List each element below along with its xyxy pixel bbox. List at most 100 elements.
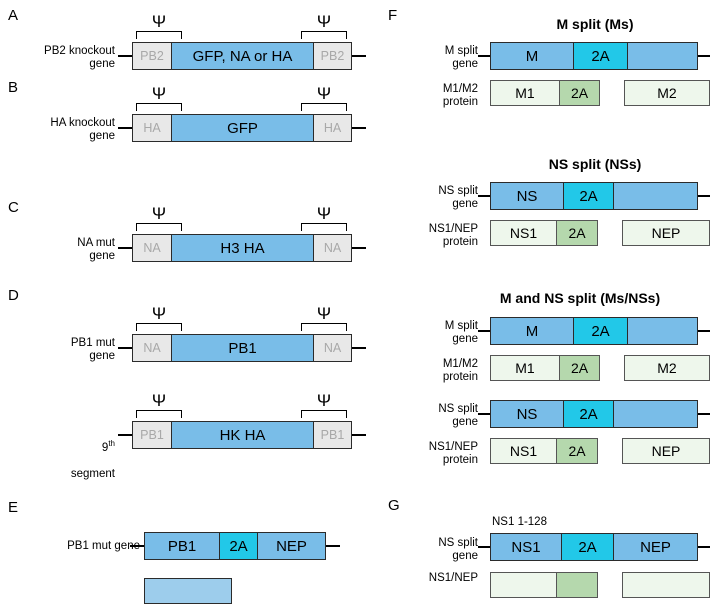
- segment-2a: 2A: [561, 534, 613, 560]
- protein-segment-m2: M2: [625, 356, 709, 380]
- psi-symbol: Ψ: [316, 12, 332, 31]
- protein-segment-ns1: [491, 573, 556, 597]
- segment-utr-left: NA: [133, 335, 171, 361]
- gene-bar: NS 2A: [490, 182, 698, 210]
- tail-line: [696, 545, 710, 549]
- lead-line: [118, 246, 134, 250]
- lead-line: [118, 54, 134, 58]
- row-label-ha-knockout: HA knockout gene: [50, 117, 115, 142]
- psi-bracket: [136, 31, 182, 39]
- psi-marker-right-a: Ψ: [295, 13, 353, 39]
- psi-symbol: Ψ: [151, 391, 167, 410]
- psi-marker-right-d1: Ψ: [295, 305, 353, 331]
- tail-line: [350, 126, 366, 130]
- gene-bar: PB1 2A NEP: [144, 532, 326, 560]
- lead-line: [478, 329, 492, 333]
- panel-letter-g: G: [388, 497, 400, 514]
- protein-box-m2: M2: [624, 80, 710, 106]
- psi-symbol: Ψ: [151, 84, 167, 103]
- protein-segment-m2: M2: [625, 81, 709, 105]
- protein-segment-nep: [623, 573, 709, 597]
- segment-body: H3 HA: [171, 235, 313, 261]
- protein-box-m1-2a-2: M1 2A: [490, 355, 600, 381]
- psi-bracket: [136, 223, 182, 231]
- segment-body: GFP: [171, 115, 313, 141]
- gene-bar: NA H3 HA NA: [132, 234, 352, 262]
- psi-marker-left-c: Ψ: [130, 205, 188, 231]
- construct-pb1-mut-2a-nep: PB1 2A NEP: [130, 532, 340, 560]
- construct-pb2-knockout: PB2 GFP, NA or HA PB2: [118, 42, 366, 70]
- segment-utr-left: HA: [133, 115, 171, 141]
- row-label-ns1-nep-protein-g: NS1/NEP: [428, 572, 478, 584]
- protein-segment-ns1: NS1: [491, 439, 556, 463]
- panel-letter-f: F: [388, 7, 398, 24]
- construct-ninth-segment: PB1 HK HA PB1: [118, 421, 366, 449]
- gene-bar: HA GFP HA: [132, 114, 352, 142]
- ninth-segment-number: 9: [101, 441, 109, 454]
- protein-box-ns1-2a-g-clipped: [490, 572, 598, 598]
- protein-box-nep-g-clipped: [622, 572, 710, 598]
- panel-letter-d: D: [8, 287, 19, 304]
- section-title-ns-split: NS split (NSs): [548, 156, 642, 172]
- section-title-m-split: M split (Ms): [556, 16, 634, 32]
- gene-bar: PB2 GFP, NA or HA PB2: [132, 42, 352, 70]
- protein-box-ns1-2a: NS1 2A: [490, 220, 598, 246]
- ninth-segment-suffix: th: [108, 439, 115, 448]
- tail-line: [350, 346, 366, 350]
- psi-marker-right-c: Ψ: [295, 205, 353, 231]
- protein-segment-nep: NEP: [623, 221, 709, 245]
- psi-bracket: [136, 323, 182, 331]
- segment-m-remainder: [627, 318, 697, 344]
- row-label-pb2-knockout: PB2 knockout gene: [44, 45, 115, 70]
- segment-utr-left: NA: [133, 235, 171, 261]
- psi-bracket: [301, 103, 347, 111]
- segment-2a: 2A: [563, 401, 613, 427]
- protein-segment-2a: 2A: [556, 439, 597, 463]
- segment-ns-remainder: [613, 401, 697, 427]
- lead-line: [118, 346, 134, 350]
- segment-ns: NS: [491, 183, 563, 209]
- construct-ha-knockout: HA GFP HA: [118, 114, 366, 142]
- protein-segment-nep: NEP: [623, 439, 709, 463]
- lead-line: [118, 433, 134, 437]
- segment-utr-right: NA: [313, 335, 351, 361]
- psi-marker-left-a: Ψ: [130, 13, 188, 39]
- gene-bar: NA PB1 NA: [132, 334, 352, 362]
- psi-symbol: Ψ: [151, 304, 167, 323]
- row-label-ns1-nep-protein-2: NS1/NEP protein: [428, 441, 478, 466]
- psi-symbol: Ψ: [151, 12, 167, 31]
- psi-symbol: Ψ: [316, 304, 332, 323]
- construct-ns-split-gene-g: NS1 2A NEP: [478, 533, 710, 561]
- row-label-m-split-gene: M split gene: [444, 45, 478, 70]
- segment-body: HK HA: [171, 422, 313, 448]
- protein-box-m2-2: M2: [624, 355, 710, 381]
- protein-box-e-clipped: [144, 578, 232, 604]
- row-label-ns-split-gene: NS split gene: [438, 185, 478, 210]
- gene-bar: NS1 2A NEP: [490, 533, 698, 561]
- segment-utr-left: PB1: [133, 422, 171, 448]
- construct-ns-split-gene-2: NS 2A: [478, 400, 710, 428]
- segment-ns: NS: [491, 401, 563, 427]
- segment-pb1: PB1: [145, 533, 219, 559]
- protein-box-ns1-2a-2: NS1 2A: [490, 438, 598, 464]
- lead-line: [130, 544, 146, 548]
- protein-box-nep-2: NEP: [622, 438, 710, 464]
- ninth-segment-word: segment: [70, 467, 115, 480]
- psi-bracket: [301, 410, 347, 418]
- segment-nep: NEP: [613, 534, 697, 560]
- row-label-na-mut: NA mut gene: [77, 237, 115, 262]
- tail-line: [350, 433, 366, 437]
- gene-bar: PB1 HK HA PB1: [132, 421, 352, 449]
- psi-bracket: [301, 31, 347, 39]
- protein-box-m1-2a: M1 2A: [490, 80, 600, 106]
- segment-body: GFP, NA or HA: [171, 43, 313, 69]
- gene-bar: M 2A: [490, 317, 698, 345]
- tail-line: [696, 54, 710, 58]
- psi-symbol: Ψ: [151, 204, 167, 223]
- psi-marker-right-d2: Ψ: [295, 392, 353, 418]
- psi-bracket: [136, 103, 182, 111]
- row-label-m1-m2-protein: M1/M2 protein: [442, 83, 478, 108]
- panel-letter-e: E: [8, 499, 19, 516]
- tail-line: [324, 544, 340, 548]
- psi-bracket: [136, 410, 182, 418]
